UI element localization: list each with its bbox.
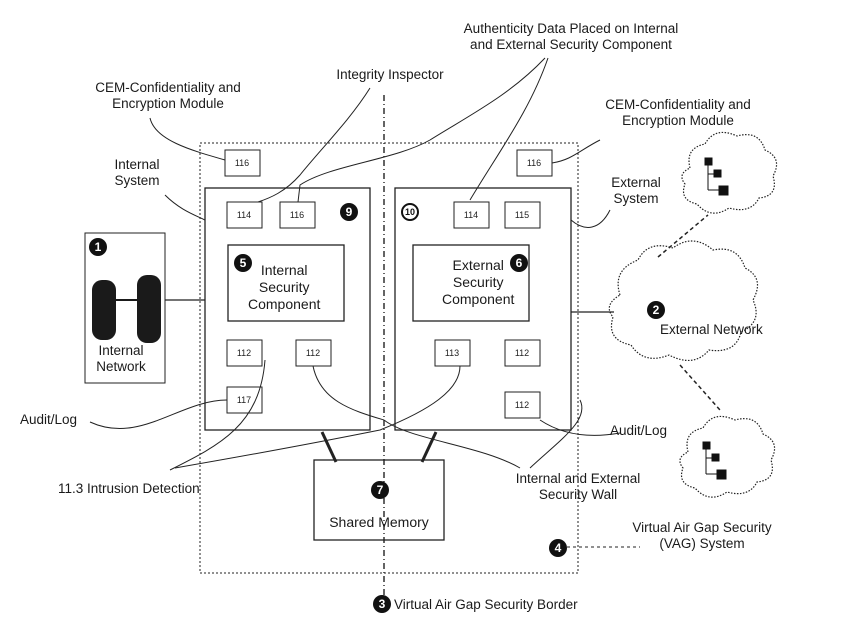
external-system-box <box>394 187 572 431</box>
integrity-inspector-label: Integrity Inspector <box>336 67 444 82</box>
internal-network-frame <box>84 232 166 384</box>
module-label-114-right: 114 <box>463 210 479 220</box>
module-box-112-right-1 <box>504 339 541 367</box>
module-box-114-left <box>226 201 263 229</box>
external-system-label: External System <box>611 175 661 206</box>
authenticity-label: Authenticity Data Placed on Internal and… <box>463 21 679 52</box>
internal-network-device-left <box>92 280 116 340</box>
shared-memory-connector-right <box>420 431 438 463</box>
module-label-115: 115 <box>514 210 530 220</box>
leader-authenticity-left <box>297 57 546 203</box>
leader-audit-right <box>539 419 621 436</box>
badge-7: 7 <box>371 481 389 499</box>
intrusion-detection-label: 11.3 Intrusion Detection <box>58 481 200 496</box>
module-box-116-left <box>224 149 261 177</box>
leader-cem-right <box>551 139 601 164</box>
module-label-112-right-1: 112 <box>514 348 530 358</box>
internal-network-devices <box>92 275 161 343</box>
external-security-component-label: External Security Component <box>442 257 515 307</box>
leader-112-squiggle <box>312 365 385 421</box>
module-label-116-left: 116 <box>234 158 250 168</box>
module-label-112-right-2: 112 <box>514 400 530 410</box>
air-gap-border-label: Virtual Air Gap Security Border <box>394 597 578 612</box>
badge-9: 9 <box>340 203 358 221</box>
shared-memory-box <box>313 459 445 541</box>
leader-intrusion-1 <box>169 359 266 471</box>
internal-security-component-box <box>227 244 345 322</box>
security-wall-label: Internal and External Security Wall <box>515 471 641 502</box>
link-to-bottom-cloud <box>679 364 721 411</box>
leader-wall <box>383 419 521 469</box>
badge-3: 3 <box>373 595 391 613</box>
cem-left-label: CEM-Confidentiality and Encryption Modul… <box>95 80 241 111</box>
leader-cem-left <box>149 117 226 161</box>
internal-system-box <box>204 187 371 431</box>
module-label-112-left-1: 112 <box>236 348 252 358</box>
leader-integrity <box>257 87 371 203</box>
cem-right-label: CEM-Confidentiality and Encryption Modul… <box>605 97 751 128</box>
badge-2: 2 <box>647 301 665 319</box>
module-label-114-left: 114 <box>236 210 252 220</box>
module-box-113 <box>434 339 471 367</box>
badge-5: 5 <box>234 254 252 272</box>
link-to-top-cloud <box>657 214 709 258</box>
leader-internal-system <box>164 194 206 221</box>
top-right-cloud <box>681 131 778 214</box>
shared-memory-label: Shared Memory <box>329 514 429 530</box>
internal-network-label: Internal Network <box>96 343 146 374</box>
internal-security-component-label: Internal Security Component <box>248 262 321 312</box>
internal-network-device-right <box>137 275 161 343</box>
network-node-icon <box>702 157 729 480</box>
module-box-115 <box>504 201 541 229</box>
module-box-114-right <box>453 201 490 229</box>
module-label-117: 117 <box>236 395 252 405</box>
vag-system-label: Virtual Air Gap Security (VAG) System <box>632 520 772 551</box>
shared-memory-connector-left <box>320 431 338 463</box>
module-label-112-left-2: 112 <box>305 348 321 358</box>
audit-log-left-label: Audit/Log <box>20 412 78 427</box>
leader-audit-left <box>89 399 228 429</box>
badge-4: 4 <box>549 539 567 557</box>
bottom-right-cloud <box>679 415 776 498</box>
external-network-cloud <box>608 240 759 361</box>
leader-authenticity-right <box>469 57 549 201</box>
module-box-116-mid <box>279 201 316 229</box>
module-label-116-mid: 116 <box>289 210 305 220</box>
module-label-116-right: 116 <box>526 158 542 168</box>
leader-wall-2 <box>529 399 583 469</box>
audit-log-right-label: Audit/Log <box>610 423 668 438</box>
leader-intrusion-2 <box>174 365 461 469</box>
external-security-component-box <box>412 244 530 322</box>
badge-6: 6 <box>510 254 528 272</box>
badge-10: 10 <box>401 203 419 221</box>
module-label-113: 113 <box>444 348 460 358</box>
internal-system-label: Internal System <box>114 157 160 188</box>
external-network-label: External Network <box>660 322 763 337</box>
module-box-112-left-1 <box>226 339 263 367</box>
vag-system-boundary <box>199 142 579 574</box>
badge-1: 1 <box>89 238 107 256</box>
leader-external-system <box>570 209 611 228</box>
module-box-112-right-2 <box>504 391 541 419</box>
